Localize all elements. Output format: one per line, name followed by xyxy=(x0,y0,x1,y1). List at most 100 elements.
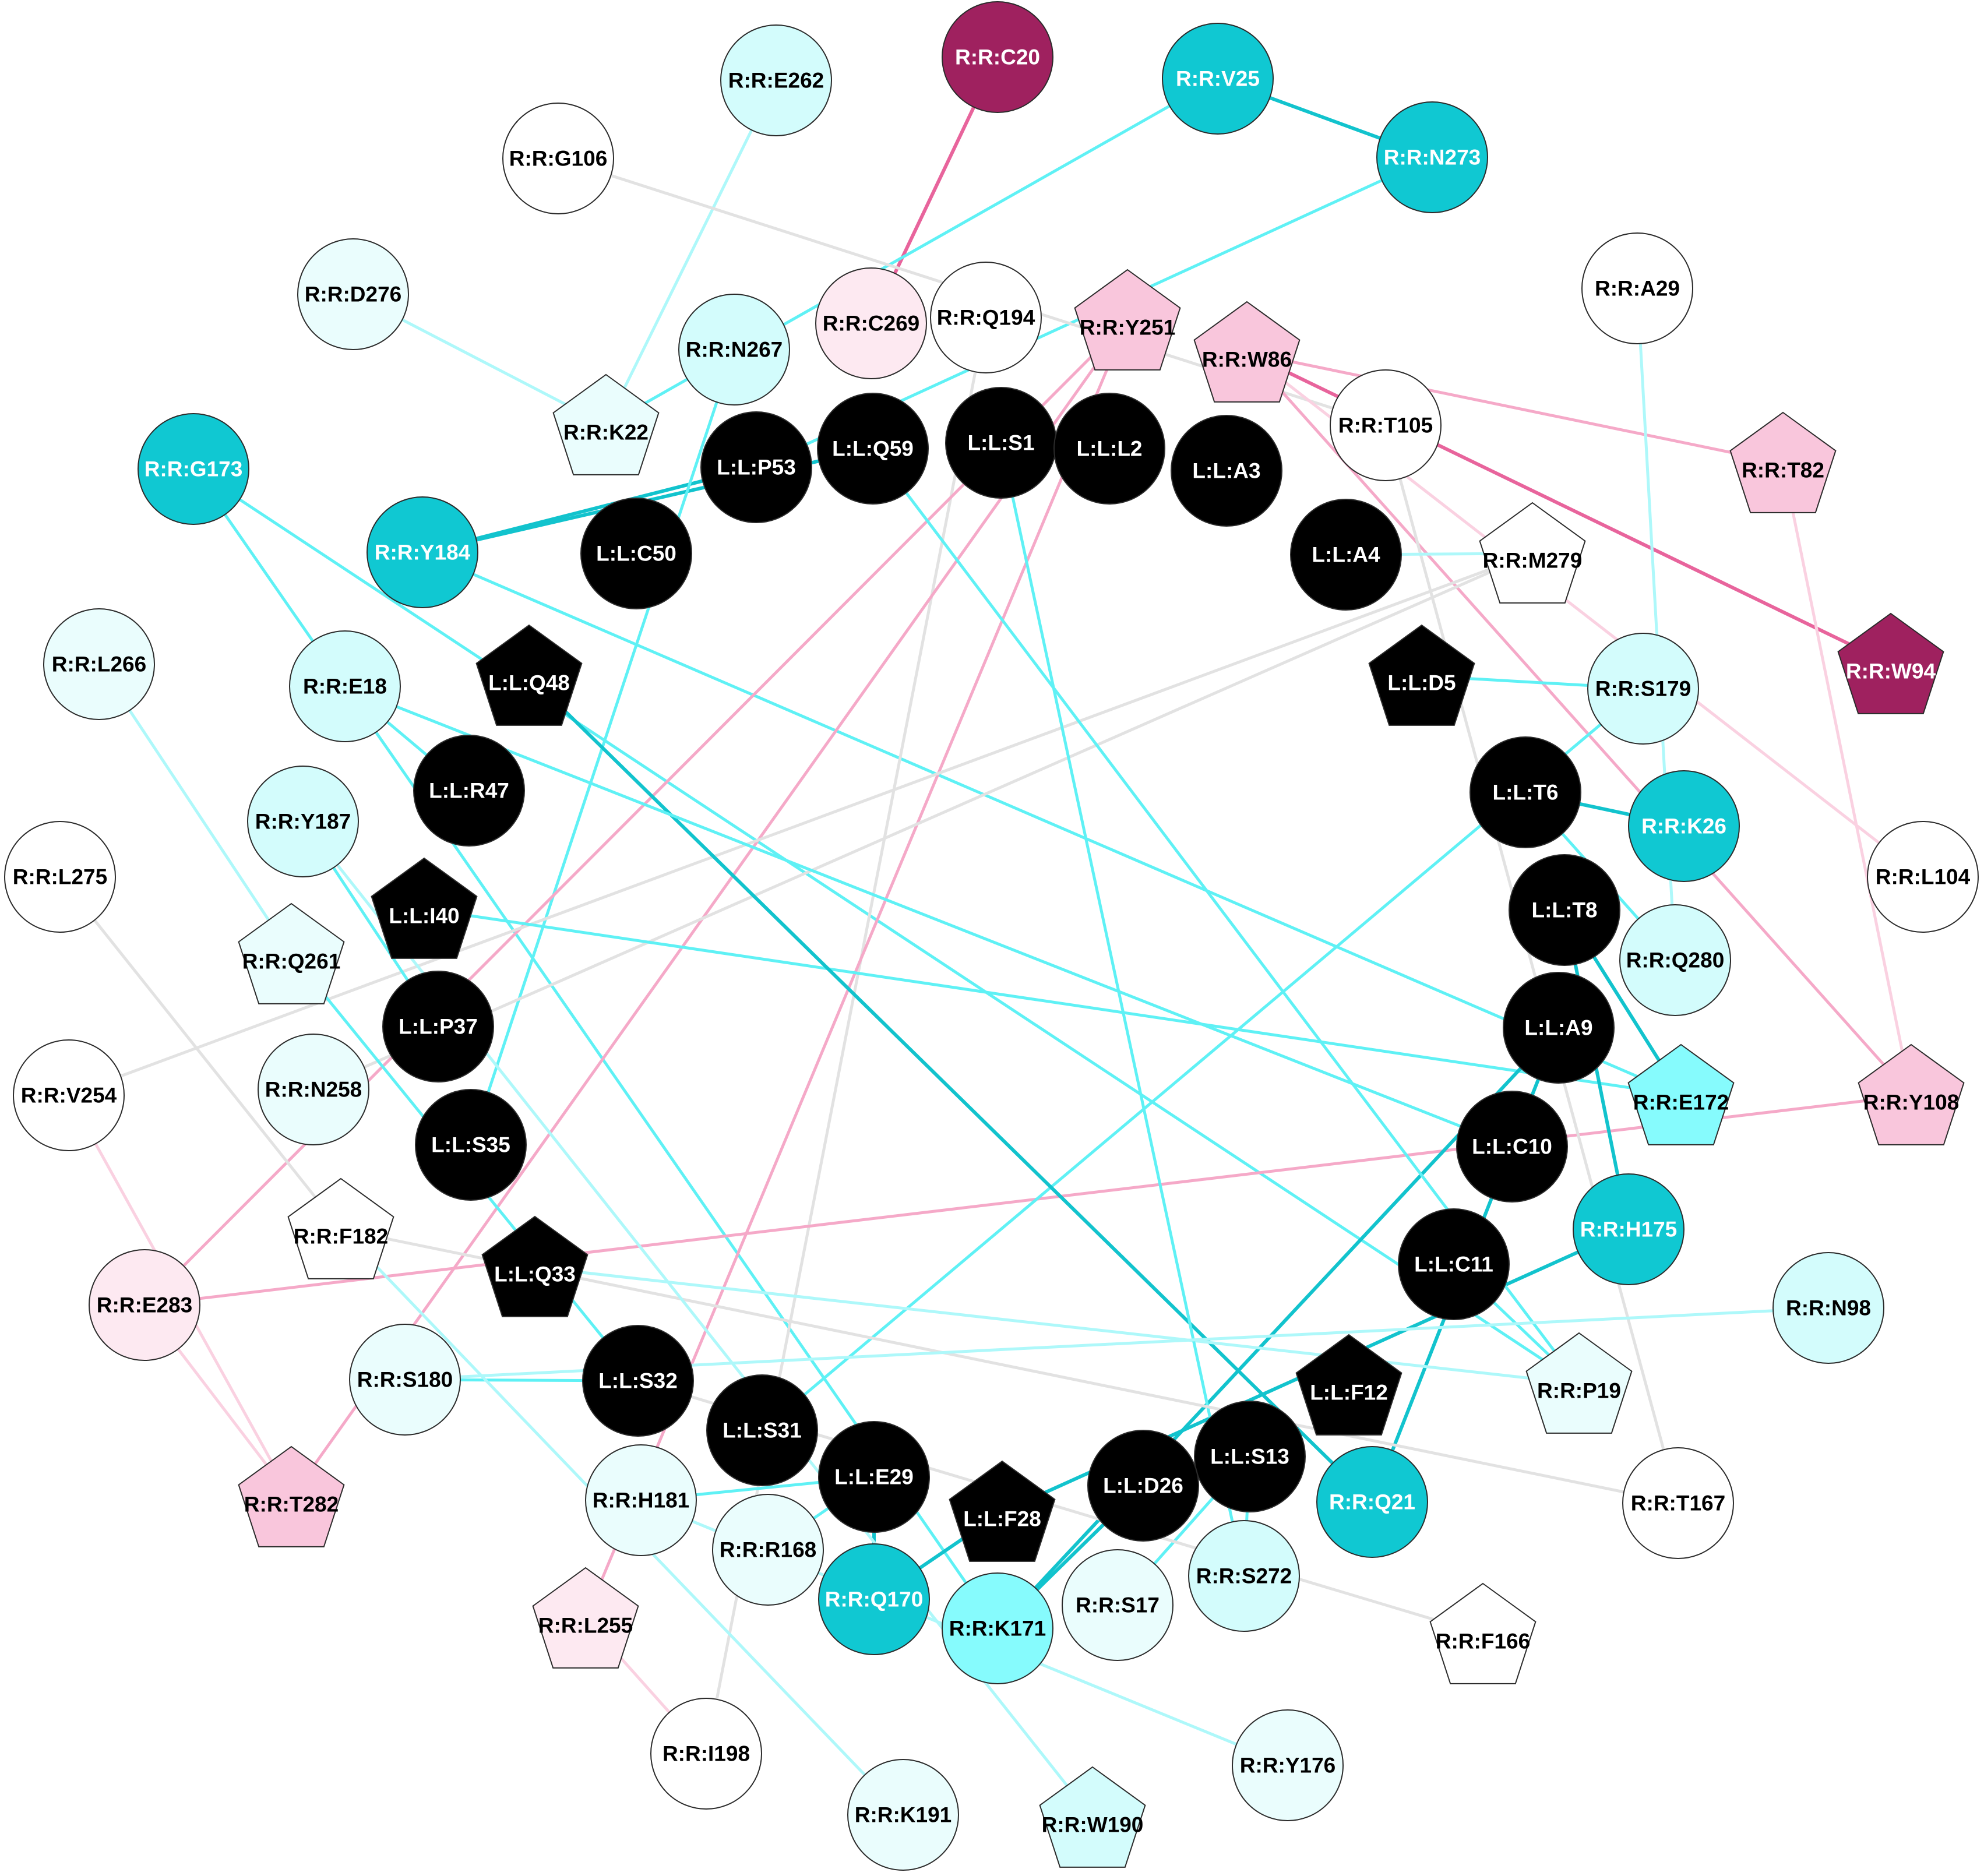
node-l-l-d26: L:L:D26 xyxy=(1087,1430,1199,1542)
node-label: L:L:E29 xyxy=(834,1465,914,1489)
node-circle-shape xyxy=(1290,499,1402,611)
node-l-l-e29: L:L:E29 xyxy=(818,1421,930,1533)
node-r-r-q280: R:R:Q280 xyxy=(1619,904,1731,1016)
node-circle-shape xyxy=(678,294,790,405)
node-l-l-t8: L:L:T8 xyxy=(1509,854,1620,966)
edge-r-r-e18-to-l-l-c10 xyxy=(343,685,1514,1148)
node-label: R:R:L255 xyxy=(538,1614,633,1638)
node-r-r-v25: R:R:V25 xyxy=(1162,23,1274,135)
node-label: R:R:C20 xyxy=(955,45,1040,69)
node-circle-shape xyxy=(1503,972,1615,1084)
node-circle-shape xyxy=(815,267,927,379)
node-label: R:R:W94 xyxy=(1846,660,1936,683)
node-circle-shape xyxy=(258,1034,369,1145)
node-circle-shape xyxy=(1581,232,1693,344)
node-pentagon-shape xyxy=(1193,301,1301,403)
node-label: R:R:S180 xyxy=(357,1368,453,1392)
node-label: R:R:S272 xyxy=(1196,1564,1292,1588)
node-r-r-e18: R:R:E18 xyxy=(289,630,401,742)
node-label: R:R:S179 xyxy=(1595,677,1691,701)
node-circle-shape xyxy=(712,1494,824,1606)
node-label: R:R:Y251 xyxy=(1080,316,1176,340)
node-circle-shape xyxy=(847,1759,959,1871)
node-circle-shape xyxy=(706,1374,818,1486)
node-label: R:R:E283 xyxy=(97,1293,193,1317)
node-label: R:R:G106 xyxy=(509,147,608,171)
node-label: R:R:Y187 xyxy=(255,810,351,834)
node-label: R:R:R168 xyxy=(720,1538,817,1562)
node-circle-shape xyxy=(720,24,832,136)
node-circle-shape xyxy=(4,821,116,933)
node-circle-shape xyxy=(502,103,614,214)
node-label: R:R:K191 xyxy=(855,1803,952,1827)
edge-r-r-e262-to-r-r-k22 xyxy=(604,79,778,427)
node-r-r-q194: R:R:Q194 xyxy=(930,262,1042,373)
node-circle-shape xyxy=(1053,393,1165,505)
node-r-r-t105: R:R:T105 xyxy=(1330,369,1442,481)
node-r-r-n267: R:R:N267 xyxy=(678,294,790,405)
node-pentagon-shape xyxy=(949,1460,1056,1562)
node-l-l-a9: L:L:A9 xyxy=(1503,972,1615,1084)
node-r-r-g173: R:R:G173 xyxy=(138,413,249,525)
node-circle-shape xyxy=(700,411,812,523)
node-r-r-p19: R:R:P19 xyxy=(1525,1332,1633,1434)
node-label: R:R:L266 xyxy=(52,653,146,676)
node-label: L:L:F28 xyxy=(963,1507,1041,1531)
node-label: L:L:C10 xyxy=(1472,1135,1552,1159)
node-r-r-k26: R:R:K26 xyxy=(1628,770,1740,882)
node-circle-shape xyxy=(89,1249,200,1361)
node-pentagon-shape xyxy=(238,902,345,1004)
node-l-l-l2: L:L:L2 xyxy=(1053,393,1165,505)
node-label: L:L:S35 xyxy=(431,1133,510,1157)
node-r-r-g106: R:R:G106 xyxy=(502,103,614,214)
node-r-r-y176: R:R:Y176 xyxy=(1232,1709,1344,1821)
node-label: R:R:M279 xyxy=(1483,549,1583,573)
node-l-l-p37: L:L:P37 xyxy=(382,971,494,1082)
node-pentagon-shape xyxy=(1429,1582,1537,1684)
node-label: L:L:A9 xyxy=(1524,1016,1592,1040)
node-pentagon-shape xyxy=(475,624,583,726)
node-circle-shape xyxy=(1194,1401,1306,1512)
node-r-r-l104: R:R:L104 xyxy=(1867,821,1979,933)
node-label: L:L:D26 xyxy=(1103,1474,1183,1498)
node-pentagon-shape xyxy=(1729,411,1837,513)
node-l-l-q33: L:L:Q33 xyxy=(481,1215,588,1317)
node-r-r-k191: R:R:K191 xyxy=(847,1759,959,1871)
node-label: R:R:F166 xyxy=(1436,1630,1530,1653)
node-circle-shape xyxy=(382,971,494,1082)
node-l-l-r47: L:L:R47 xyxy=(413,735,525,847)
node-label: R:R:N98 xyxy=(1786,1296,1871,1320)
node-circle-shape xyxy=(1188,1520,1300,1632)
node-label: L:L:D5 xyxy=(1387,671,1456,695)
node-label: R:R:N267 xyxy=(686,338,783,362)
node-circle-shape xyxy=(297,238,409,350)
node-circle-shape xyxy=(930,262,1042,373)
node-label: R:R:K171 xyxy=(949,1617,1046,1641)
node-r-r-t82: R:R:T82 xyxy=(1729,411,1837,513)
node-label: R:R:A29 xyxy=(1595,277,1680,301)
edge-r-r-w86-to-r-r-y108 xyxy=(1245,351,1913,1097)
node-label: R:R:Q170 xyxy=(825,1588,924,1611)
node-r-r-i198: R:R:I198 xyxy=(650,1698,762,1810)
node-circle-shape xyxy=(1376,101,1488,213)
node-r-r-e283: R:R:E283 xyxy=(89,1249,200,1361)
node-r-r-k22: R:R:K22 xyxy=(552,373,660,475)
edge-r-r-e172-to-l-l-i40 xyxy=(422,907,1683,1097)
edge-r-r-m279-to-r-r-n258 xyxy=(312,552,1534,1091)
node-circle-shape xyxy=(289,630,401,742)
node-r-r-m279: R:R:M279 xyxy=(1479,502,1586,604)
node-circle-shape xyxy=(582,1325,694,1437)
node-l-l-c11: L:L:C11 xyxy=(1398,1208,1510,1320)
node-label: R:R:I198 xyxy=(662,1742,750,1766)
node-r-r-h181: R:R:H181 xyxy=(585,1444,697,1556)
edge-r-r-l266-to-r-r-q261 xyxy=(97,662,293,956)
node-circle-shape xyxy=(43,608,155,720)
node-circle-shape xyxy=(415,1089,527,1201)
node-l-l-s13: L:L:S13 xyxy=(1194,1401,1306,1512)
node-label: R:R:Q280 xyxy=(1626,948,1725,972)
node-label: L:L:A4 xyxy=(1312,543,1380,567)
node-label: L:L:S31 xyxy=(723,1419,802,1443)
node-r-r-w94: R:R:W94 xyxy=(1837,612,1944,714)
node-circle-shape xyxy=(1628,770,1740,882)
